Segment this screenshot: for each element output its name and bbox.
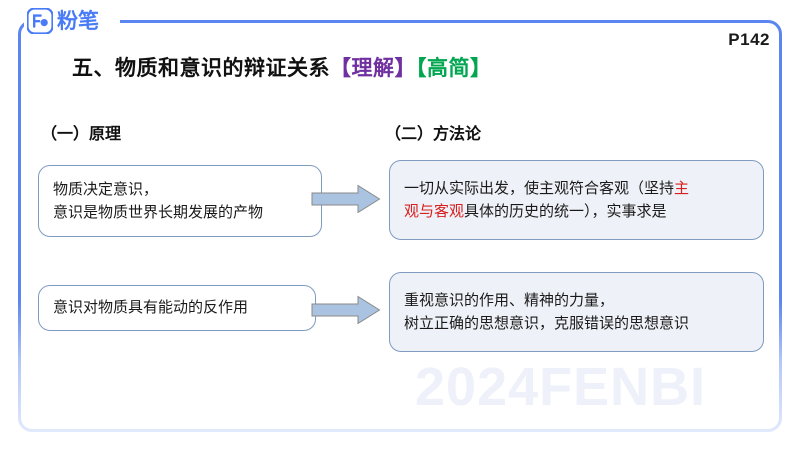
methodology-box-1-line-1: 一切从实际出发，使主观符合客观（坚持主 bbox=[404, 177, 749, 200]
brand-logo: 粉笔 bbox=[27, 8, 105, 34]
methodology-box-1-line-2-highlight: 观与客观 bbox=[404, 203, 465, 220]
methodology-box-1-line-2-plain: 具体的历史的统一），实事求是 bbox=[464, 203, 667, 220]
brand-logo-text: 粉笔 bbox=[57, 9, 99, 33]
principle-box-2: 意识对物质具有能动的反作用 bbox=[38, 285, 316, 331]
methodology-box-1-line-2: 观与客观具体的历史的统一），实事求是 bbox=[404, 200, 749, 223]
title-main-text: 五、物质和意识的辩证关系 bbox=[72, 57, 330, 80]
right-block-arrow-1 bbox=[311, 184, 381, 214]
page-title: 五、物质和意识的辩证关系【理解】【高简】 bbox=[72, 52, 492, 82]
section-heading-methodology: （二）方法论 bbox=[385, 126, 482, 143]
methodology-box-1-line-1-highlight: 主 bbox=[674, 179, 690, 197]
principle-box-2-line-1: 意识对物质具有能动的反作用 bbox=[53, 299, 249, 317]
methodology-box-1-line-1-plain: 一切从实际出发，使主观符合客观（坚持 bbox=[404, 179, 675, 197]
methodology-box-1: 一切从实际出发，使主观符合客观（坚持主 观与客观具体的历史的统一），实事求是 bbox=[389, 160, 764, 240]
section-heading-principle: （一）原理 bbox=[41, 126, 122, 143]
fb-logo-icon bbox=[27, 8, 53, 34]
methodology-box-2-line-2: 树立正确的思想意识，克服错误的思想意识 bbox=[404, 315, 690, 332]
principle-box-1: 物质决定意识， 意识是物质世界长期发展的产物 bbox=[38, 165, 322, 237]
principle-box-1-line-1: 物质决定意识， bbox=[53, 180, 159, 198]
title-tag-gaojian: 【高简】 bbox=[416, 57, 492, 80]
methodology-box-2-line-1: 重视意识的作用、精神的力量， bbox=[404, 291, 615, 309]
title-tag-understand: 【理解】 bbox=[330, 57, 416, 80]
right-block-arrow-2 bbox=[311, 295, 381, 325]
page-number: P142 bbox=[728, 30, 770, 49]
methodology-box-2: 重视意识的作用、精神的力量， 树立正确的思想意识，克服错误的思想意识 bbox=[389, 272, 764, 352]
principle-box-1-line-2: 意识是物质世界长期发展的产物 bbox=[53, 204, 264, 221]
